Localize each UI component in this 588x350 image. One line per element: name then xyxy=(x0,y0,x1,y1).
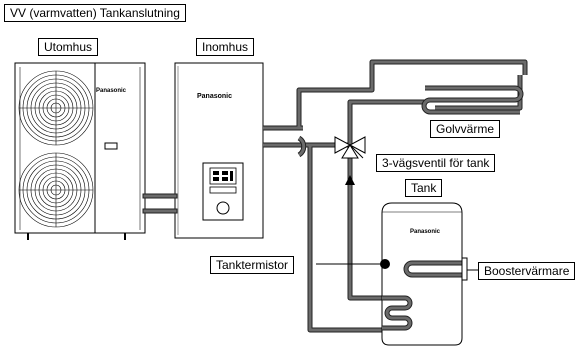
label-indoor: Inomhus xyxy=(196,38,255,56)
control-knob-icon xyxy=(216,201,230,215)
refrigerant-pipes xyxy=(142,193,178,214)
tank-thermistor-sensor-icon xyxy=(380,259,390,269)
leader-lines xyxy=(316,263,478,271)
label-tank: Tank xyxy=(405,179,443,197)
outdoor-brand-logo: Panasonic xyxy=(96,88,127,94)
label-tank-thermistor: Tanktermistor xyxy=(210,256,295,274)
label-booster-heater: Boostervärmare xyxy=(478,262,576,280)
floor-heating-coil xyxy=(421,85,524,115)
three-way-valve-icon xyxy=(334,136,366,159)
label-three-way-valve: 3-vägsventil för tank xyxy=(376,154,496,172)
booster-heater-element xyxy=(403,257,468,281)
tank-brand-logo: Panasonic xyxy=(410,229,441,235)
outdoor-fan-grilles xyxy=(18,70,94,228)
label-floor-heating: Golvvärme xyxy=(430,120,501,138)
indoor-unit xyxy=(174,62,264,239)
label-outdoor: Utomhus xyxy=(38,38,99,56)
valve-flow-arrows xyxy=(345,175,355,185)
tank-coil xyxy=(382,295,413,331)
diagram-title: VV (varmvatten) Tankanslutning xyxy=(4,4,186,22)
water-pipes xyxy=(263,59,528,333)
indoor-brand-logo: Panasonic xyxy=(197,93,233,100)
